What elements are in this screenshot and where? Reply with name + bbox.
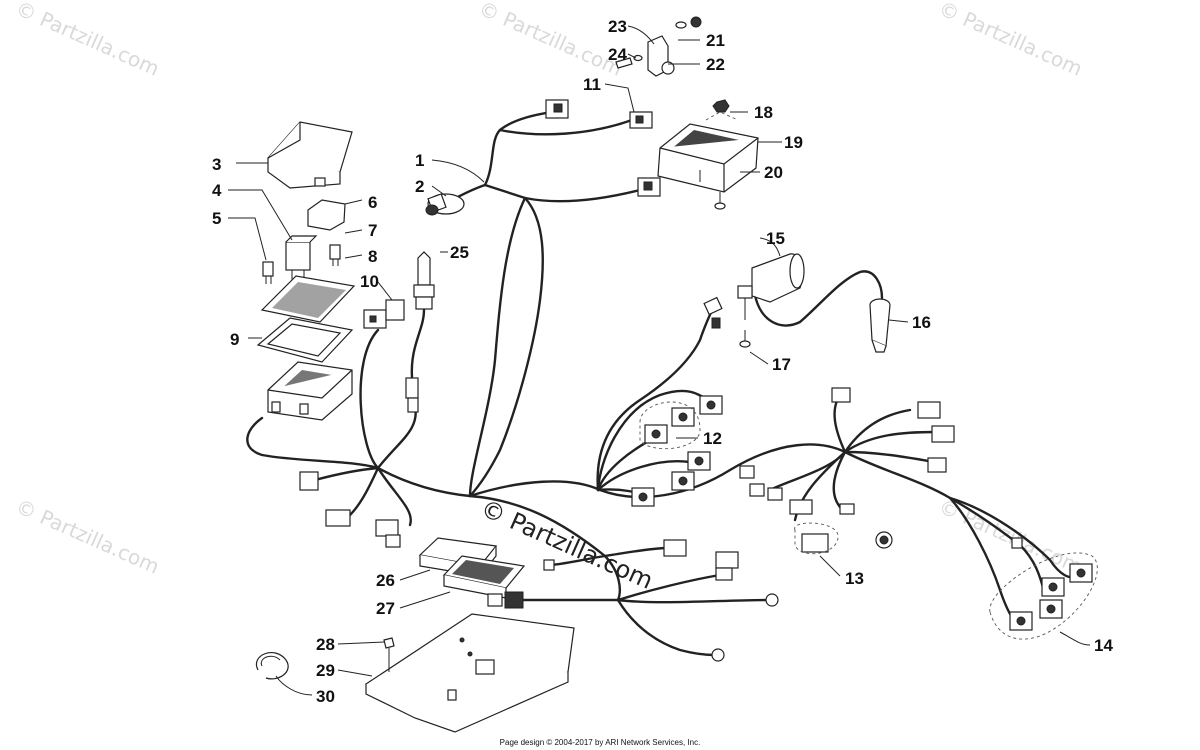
fuse-right xyxy=(329,244,341,266)
fuse-box xyxy=(267,361,353,421)
callout-11: 11 xyxy=(583,75,601,94)
voltage-regulator xyxy=(657,123,759,193)
callout-23: 23 xyxy=(608,17,627,36)
callout-26: 26 xyxy=(376,571,395,590)
callout-25: 25 xyxy=(450,243,469,262)
callout-16: 16 xyxy=(912,313,931,332)
callout-14: 14 xyxy=(1094,636,1113,655)
callout-9: 9 xyxy=(230,330,239,349)
callout-6: 6 xyxy=(368,193,377,212)
callout-labels: 1 2 3 4 5 6 7 8 9 10 11 12 13 14 15 16 1… xyxy=(212,17,1113,706)
callout-29: 29 xyxy=(316,661,335,680)
mounting-tray xyxy=(364,613,575,733)
callout-2: 2 xyxy=(415,177,424,196)
ecu xyxy=(442,555,526,609)
connector-11 xyxy=(629,111,653,129)
cable-strap xyxy=(255,652,289,680)
connector-top-right xyxy=(637,177,661,197)
callout-19: 19 xyxy=(784,133,803,152)
ignition-coil xyxy=(737,253,805,320)
bracket xyxy=(615,16,702,77)
bullet-connector xyxy=(703,296,723,329)
fuse-left xyxy=(262,261,274,284)
fuse-label xyxy=(260,275,356,323)
connectors-lower-right xyxy=(543,539,779,662)
callout-7: 7 xyxy=(368,221,377,240)
leader-lines xyxy=(228,25,1091,696)
callout-3: 3 xyxy=(212,155,221,174)
callout-17: 17 xyxy=(772,355,791,374)
footer-copyright: Page design © 2004-2017 by ARI Network S… xyxy=(499,738,701,747)
connectors-left-lower xyxy=(299,471,401,548)
callout-30: 30 xyxy=(316,687,335,706)
screw-20 xyxy=(714,192,726,210)
screw-28 xyxy=(383,637,395,672)
nut-18 xyxy=(705,99,739,121)
callout-13: 13 xyxy=(845,569,864,588)
callout-10: 10 xyxy=(360,272,379,291)
connector-group-14 xyxy=(989,537,1098,640)
connector-10 xyxy=(363,299,405,329)
callout-5: 5 xyxy=(212,209,221,228)
callout-4: 4 xyxy=(212,181,222,200)
spark-plug-cap xyxy=(869,298,891,353)
oxygen-sensor xyxy=(405,251,435,413)
screw-17 xyxy=(739,330,751,348)
callout-21: 21 xyxy=(706,31,725,50)
callout-27: 27 xyxy=(376,599,395,618)
callout-28: 28 xyxy=(316,635,335,654)
callout-12: 12 xyxy=(703,429,722,448)
callout-18: 18 xyxy=(754,103,773,122)
gasket xyxy=(256,317,354,363)
callout-20: 20 xyxy=(764,163,783,182)
connector-group-12 xyxy=(631,395,723,507)
callout-8: 8 xyxy=(368,247,377,266)
relay-small xyxy=(307,199,346,231)
connectors-upper-right xyxy=(831,387,955,473)
grommet xyxy=(425,193,465,216)
callout-22: 22 xyxy=(706,55,725,74)
callout-15: 15 xyxy=(766,229,785,248)
relay-box-cover xyxy=(267,121,353,189)
callout-24: 24 xyxy=(608,45,627,64)
connector-top-left xyxy=(545,99,569,119)
relay-large xyxy=(285,235,318,280)
connector-group-13 xyxy=(739,465,893,555)
callout-1: 1 xyxy=(415,151,424,170)
